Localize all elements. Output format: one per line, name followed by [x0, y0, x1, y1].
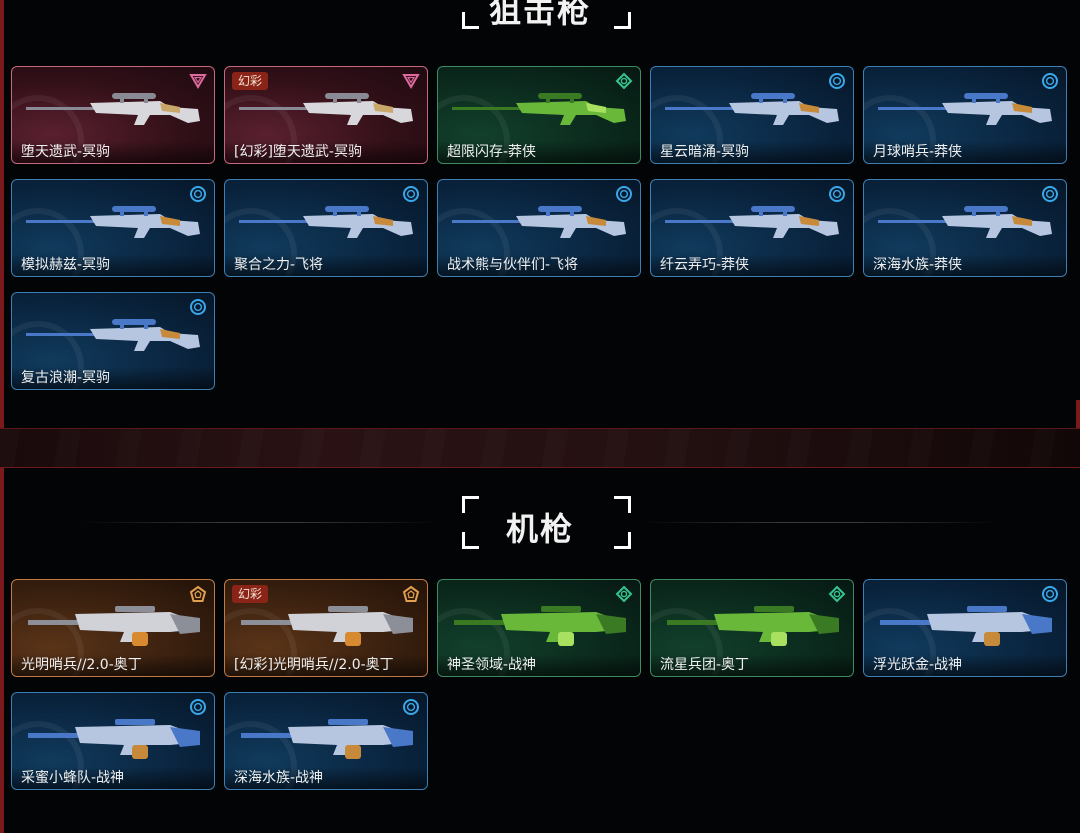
skin-name: 复古浪潮-冥驹 — [12, 367, 214, 389]
section-title-machinegun: 机枪 — [0, 494, 1080, 554]
card-background-emblem — [225, 95, 297, 163]
card-background-emblem — [651, 95, 723, 163]
skin-name: 超限闪存-莽侠 — [438, 141, 640, 163]
skin-card[interactable]: 月球哨兵-莽侠 — [863, 66, 1067, 164]
circle-tier-icon — [402, 185, 420, 203]
skin-card[interactable]: 幻彩 [幻彩]堕天遗武-冥驹 — [224, 66, 428, 164]
variant-badge: 幻彩 — [232, 585, 269, 603]
skin-card[interactable]: 复古浪潮-冥驹 — [11, 292, 215, 390]
circle-tier-icon — [1041, 185, 1059, 203]
card-background-emblem — [438, 95, 510, 163]
skin-card[interactable]: 超限闪存-莽侠 — [437, 66, 641, 164]
card-background-emblem — [225, 608, 297, 676]
sniper-rifle-image — [233, 85, 419, 137]
skin-name: 星云暗涌-冥驹 — [651, 141, 853, 163]
circle-tier-icon — [189, 185, 207, 203]
sniper-rifle-image — [659, 198, 845, 250]
skin-name: 聚合之力-飞将 — [225, 254, 427, 276]
machine-gun-image — [233, 598, 419, 650]
skin-name: 采蜜小蜂队-战神 — [12, 767, 214, 789]
skin-card[interactable]: 深海水族-莽侠 — [863, 179, 1067, 277]
machine-gun-image — [20, 598, 206, 650]
circle-tier-icon — [828, 185, 846, 203]
skin-name: 浮光跃金-战神 — [864, 654, 1066, 676]
circle-tier-icon — [189, 298, 207, 316]
card-background-emblem — [651, 208, 723, 276]
diamond-tier-icon — [828, 585, 846, 603]
left-edge-accent — [0, 0, 4, 428]
section-title-sniper-text: 狙击枪 — [488, 0, 591, 30]
skin-card[interactable]: 幻彩 [幻彩]光明哨兵//2.0-奥丁 — [224, 579, 428, 677]
skin-name: 月球哨兵-莽侠 — [864, 141, 1066, 163]
triangle-tier-icon — [189, 72, 207, 90]
card-background-emblem — [651, 608, 723, 676]
section-divider-band — [0, 428, 1080, 468]
skin-name: 深海水族-战神 — [225, 767, 427, 789]
variant-badge: 幻彩 — [232, 72, 269, 90]
skin-card[interactable]: 星云暗涌-冥驹 — [650, 66, 854, 164]
card-background-emblem — [225, 208, 297, 276]
skin-name: 光明哨兵//2.0-奥丁 — [12, 654, 214, 676]
skin-card[interactable]: 深海水族-战神 — [224, 692, 428, 790]
skin-name: 流星兵团-奥丁 — [651, 654, 853, 676]
circle-tier-icon — [1041, 72, 1059, 90]
card-background-emblem — [864, 608, 936, 676]
machine-gun-image — [446, 598, 632, 650]
machine-gun-image — [872, 598, 1058, 650]
card-background-emblem — [225, 721, 297, 789]
diamond-tier-icon — [615, 585, 633, 603]
sniper-rifle-image — [20, 85, 206, 137]
section-title-machinegun-text: 机枪 — [505, 510, 574, 548]
left-edge-accent — [0, 466, 4, 833]
pentagon-tier-icon — [189, 585, 207, 603]
skin-name: 战术熊与伙伴们-飞将 — [438, 254, 640, 276]
skin-card[interactable]: 浮光跃金-战神 — [863, 579, 1067, 677]
skin-card[interactable]: 采蜜小蜂队-战神 — [11, 692, 215, 790]
card-background-emblem — [864, 208, 936, 276]
skin-card[interactable]: 堕天遗武-冥驹 — [11, 66, 215, 164]
skin-name: 深海水族-莽侠 — [864, 254, 1066, 276]
skin-card[interactable]: 神圣领域-战神 — [437, 579, 641, 677]
card-background-emblem — [864, 95, 936, 163]
circle-tier-icon — [1041, 585, 1059, 603]
skin-name: 模拟赫兹-冥驹 — [12, 254, 214, 276]
sniper-rifle-image — [446, 85, 632, 137]
skin-card[interactable]: 战术熊与伙伴们-飞将 — [437, 179, 641, 277]
card-background-emblem — [12, 208, 84, 276]
skin-name: 纤云弄巧-莽侠 — [651, 254, 853, 276]
skin-card[interactable]: 模拟赫兹-冥驹 — [11, 179, 215, 277]
sniper-rifle-image — [20, 311, 206, 363]
skin-name: 神圣领域-战神 — [438, 654, 640, 676]
pentagon-tier-icon — [402, 585, 420, 603]
circle-tier-icon — [615, 185, 633, 203]
skin-card[interactable]: 聚合之力-飞将 — [224, 179, 428, 277]
skin-card[interactable]: 流星兵团-奥丁 — [650, 579, 854, 677]
section-title-sniper: 狙击枪 — [0, 0, 1080, 38]
circle-tier-icon — [402, 698, 420, 716]
card-background-emblem — [438, 208, 510, 276]
machine-gun-image — [233, 711, 419, 763]
diamond-tier-icon — [615, 72, 633, 90]
machine-gun-image — [20, 711, 206, 763]
triangle-tier-icon — [402, 72, 420, 90]
card-background-emblem — [12, 321, 84, 389]
skin-name: 堕天遗武-冥驹 — [12, 141, 214, 163]
skin-card[interactable]: 纤云弄巧-莽侠 — [650, 179, 854, 277]
sniper-rifle-image — [872, 85, 1058, 137]
card-background-emblem — [438, 608, 510, 676]
sniper-rifle-image — [659, 85, 845, 137]
sniper-rifle-image — [233, 198, 419, 250]
card-background-emblem — [12, 95, 84, 163]
sniper-rifle-image — [872, 198, 1058, 250]
sniper-rifle-image — [20, 198, 206, 250]
circle-tier-icon — [828, 72, 846, 90]
skin-card[interactable]: 光明哨兵//2.0-奥丁 — [11, 579, 215, 677]
skin-name: [幻彩]堕天遗武-冥驹 — [225, 141, 427, 163]
machine-gun-image — [659, 598, 845, 650]
card-background-emblem — [12, 608, 84, 676]
circle-tier-icon — [189, 698, 207, 716]
skin-name: [幻彩]光明哨兵//2.0-奥丁 — [225, 654, 427, 676]
card-background-emblem — [12, 721, 84, 789]
sniper-rifle-image — [446, 198, 632, 250]
